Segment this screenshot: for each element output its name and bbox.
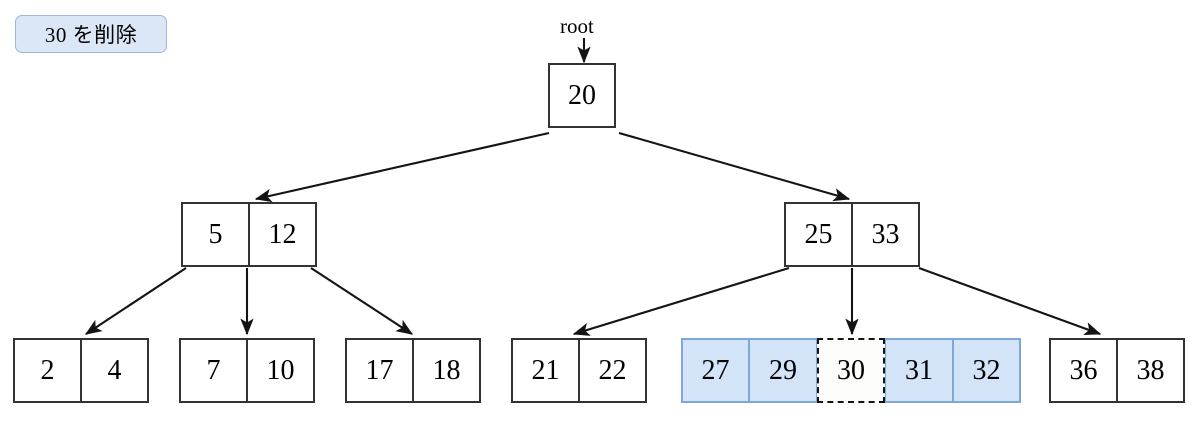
node-cell[interactable]: 10 [247,338,315,403]
node-root[interactable]: 20 [548,63,616,128]
node-internal-right[interactable]: 25 33 [784,202,920,267]
node-cell[interactable]: 32 [953,338,1021,403]
node-cell[interactable]: 38 [1117,338,1185,403]
edge-left-internal-to-leaf-0 [84,267,187,335]
leaf-node-highlighted[interactable]: 27 29 30 31 32 [681,338,1021,403]
edge-right-internal-to-leaf-5 [918,267,1102,335]
node-cell[interactable]: 7 [179,338,247,403]
leaf-node[interactable]: 7 10 [179,338,315,403]
leaf-node[interactable]: 17 18 [345,338,481,403]
node-cell[interactable]: 36 [1049,338,1117,403]
step-badge: 30 を削除 [15,15,167,53]
node-cell[interactable]: 22 [579,338,647,403]
edge-root-to-left-internal [254,131,550,203]
node-cell[interactable]: 25 [784,202,852,267]
node-cell[interactable]: 20 [548,63,616,128]
step-badge-label: 30 を削除 [44,23,138,47]
node-cell[interactable]: 5 [181,202,249,267]
node-cell[interactable]: 33 [852,202,920,267]
node-cell[interactable]: 29 [749,338,817,403]
node-cell[interactable]: 31 [885,338,953,403]
node-cell[interactable]: 18 [413,338,481,403]
edge-right-internal-to-leaf-3 [572,266,790,336]
node-cell[interactable]: 4 [81,338,149,403]
node-cell[interactable]: 17 [345,338,413,403]
edge-left-internal-to-leaf-2 [310,267,414,335]
root-pointer-label: root [560,14,594,38]
node-cell[interactable]: 2 [13,338,81,403]
leaf-node[interactable]: 36 38 [1049,338,1185,403]
edge-root-to-right-internal [618,131,851,202]
node-internal-left[interactable]: 5 12 [181,202,317,267]
node-cell[interactable]: 27 [681,338,749,403]
node-cell[interactable]: 12 [249,202,317,267]
node-cell-removing[interactable]: 30 [817,338,885,403]
leaf-node[interactable]: 21 22 [511,338,647,403]
node-cell[interactable]: 21 [511,338,579,403]
leaf-node[interactable]: 2 4 [13,338,149,403]
